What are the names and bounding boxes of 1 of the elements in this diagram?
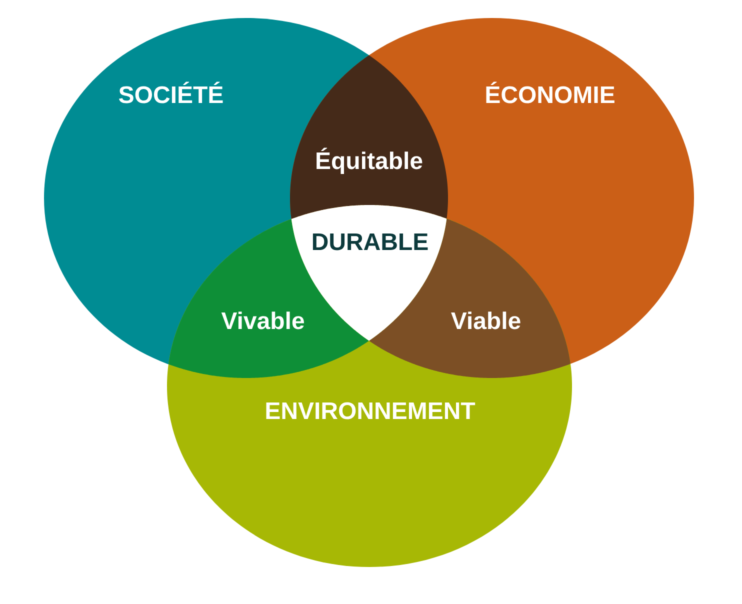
- overlap-region: Équitable: [290, 55, 448, 219]
